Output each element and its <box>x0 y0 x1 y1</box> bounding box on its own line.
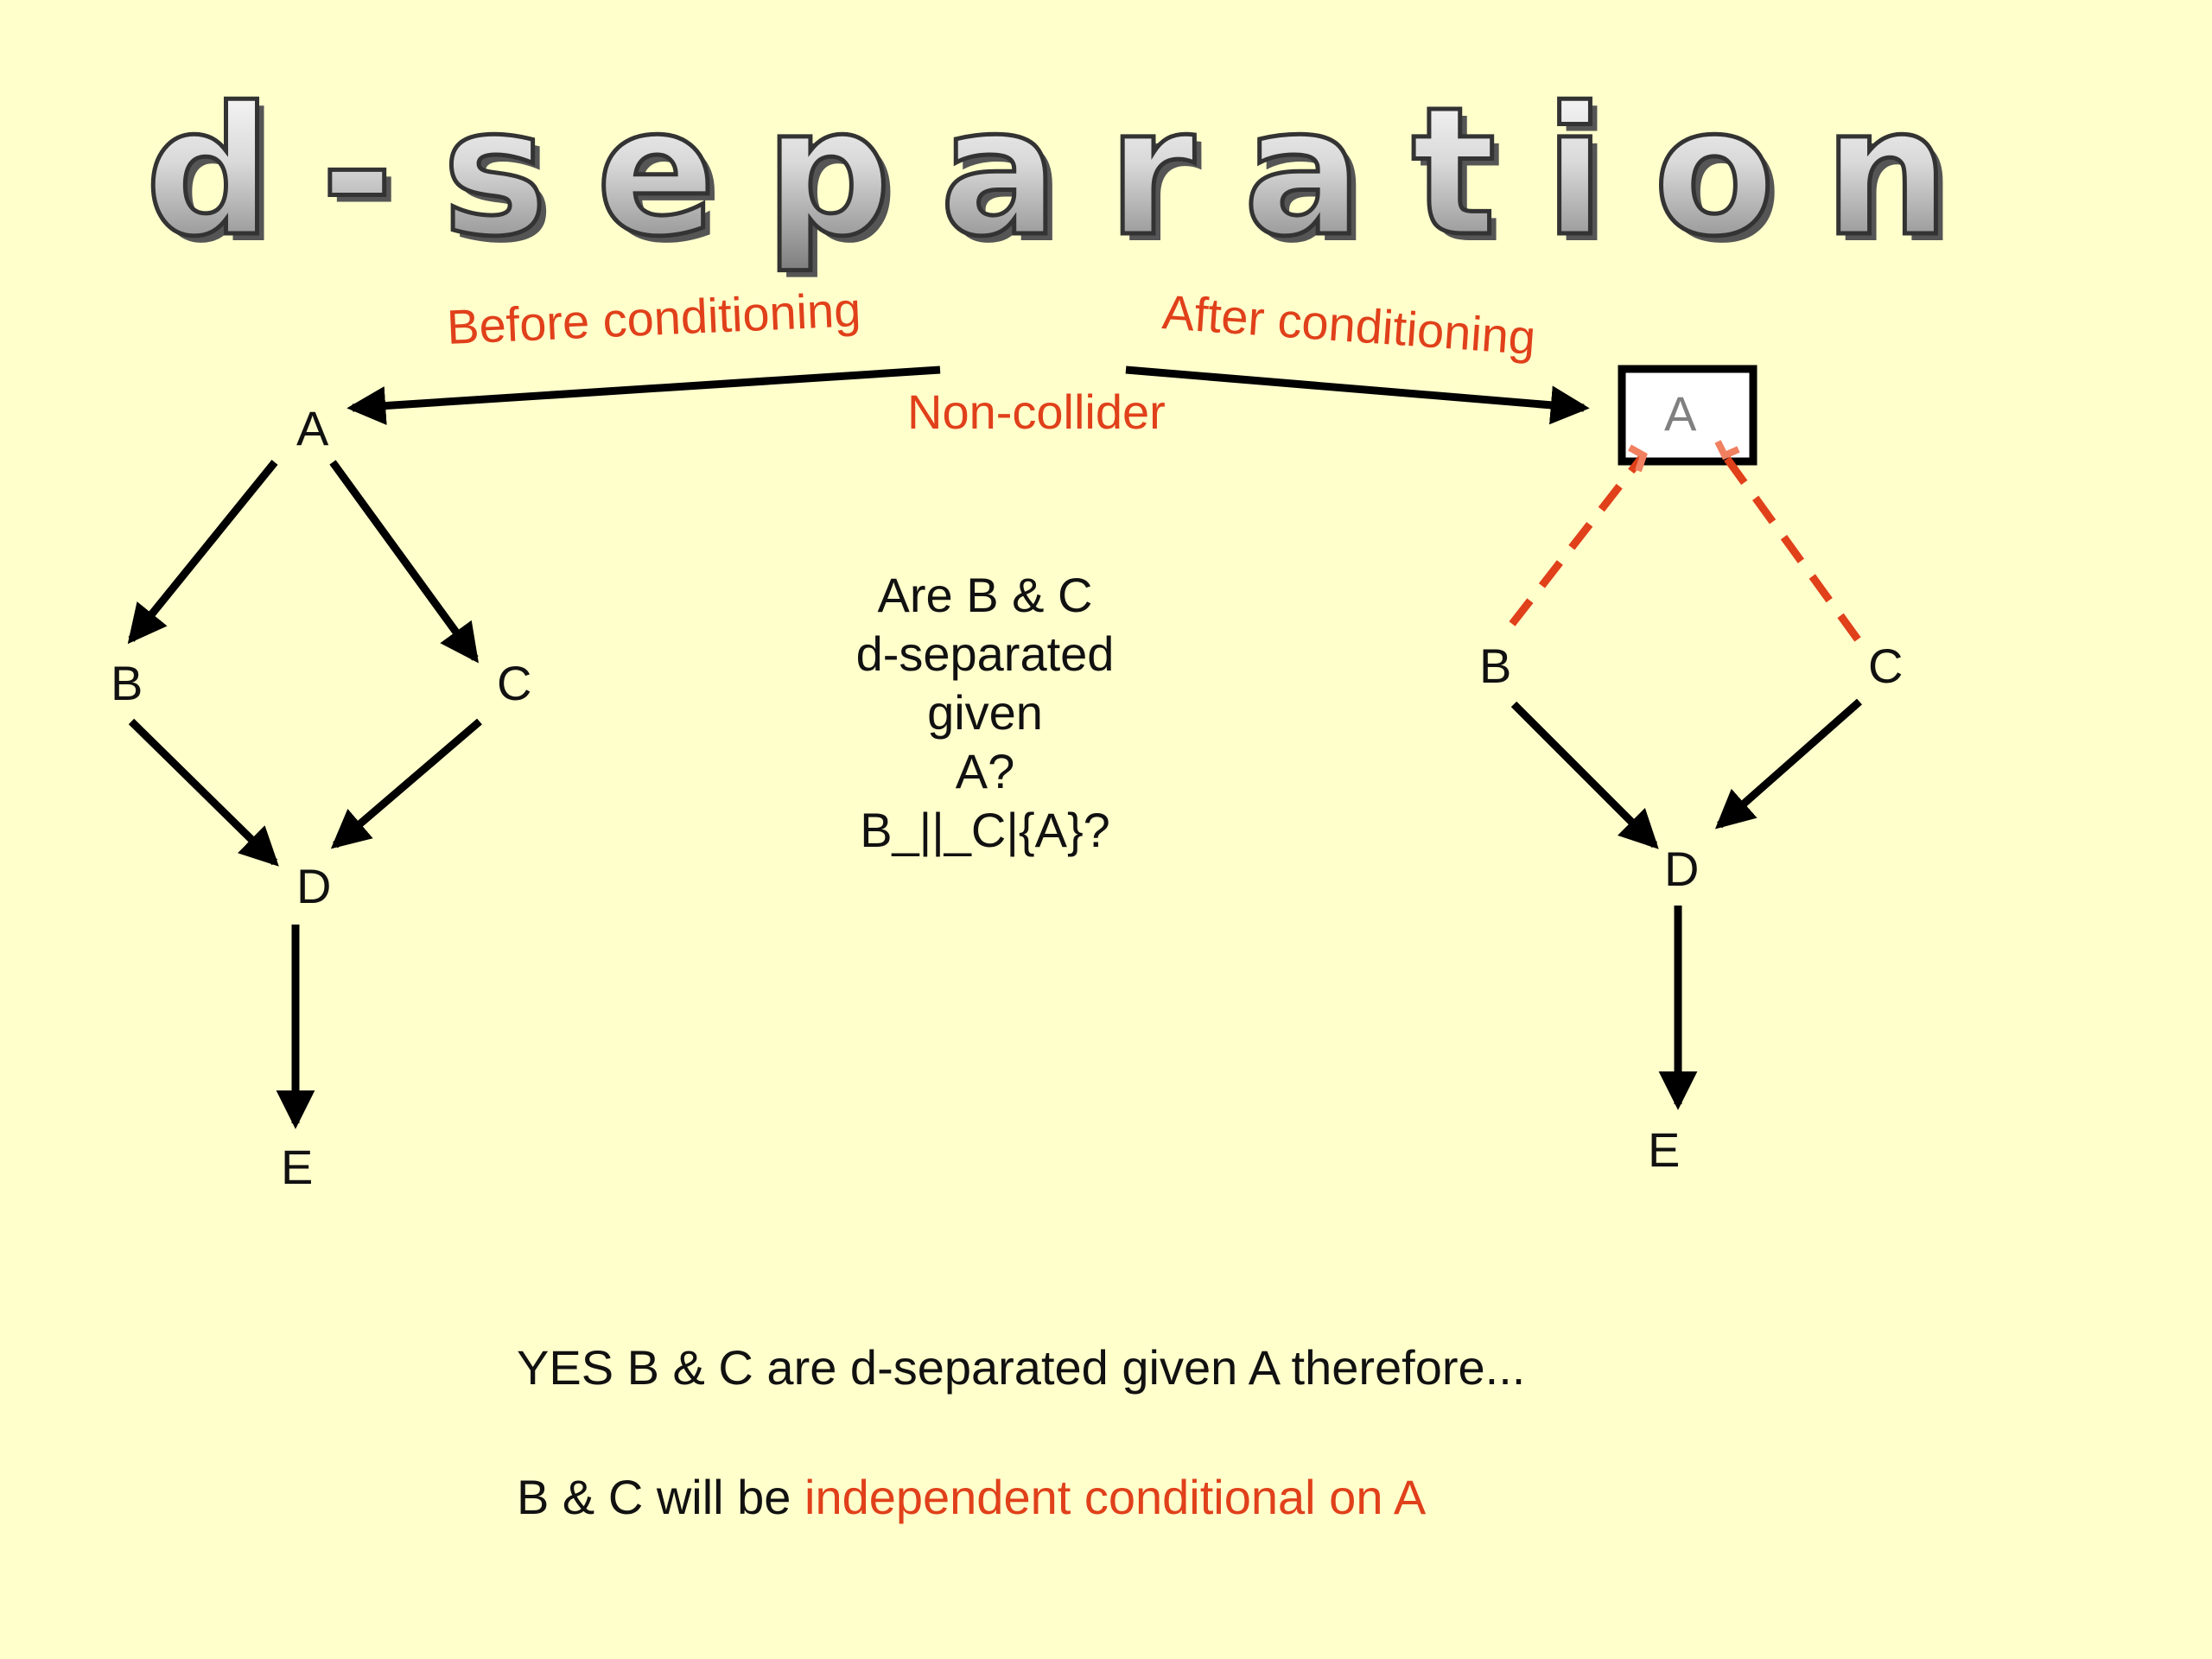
left-node-c: C <box>497 656 531 710</box>
right-node-e: E <box>1648 1122 1680 1177</box>
question-text: Are B & C d-separated given A? B_||_C|{A… <box>760 566 1210 860</box>
right-node-d: D <box>1664 842 1699 896</box>
conclusion-line-1: YES B & C are d-separated given A theref… <box>517 1340 1526 1395</box>
question-line-3: given <box>927 685 1043 740</box>
right-graph: A B C D E <box>1479 365 1903 1177</box>
title: d-separation d-separation <box>143 68 2005 283</box>
conclusion-line-2: B & C will be independent conditional on… <box>517 1469 1426 1525</box>
right-edge-a-b-arrowhead <box>1628 444 1648 473</box>
left-edge-b-d <box>128 718 279 867</box>
question-line-2: d-separated <box>855 626 1115 681</box>
question-line-4: A? <box>955 744 1015 798</box>
title-shadow: d-separation <box>152 77 2005 283</box>
left-node-d: D <box>296 859 331 913</box>
right-edge-c-d <box>1714 698 1862 830</box>
question-line-5: B_||_C|{A}? <box>860 803 1110 857</box>
conclusion-line-2-prefix: B & C will be <box>517 1470 804 1524</box>
right-edge-a-c-arrowhead <box>1714 440 1740 461</box>
non-collider-label: Non-collider <box>907 385 1166 439</box>
left-node-e: E <box>281 1140 313 1194</box>
conclusion-highlight: independent conditional on A <box>804 1470 1427 1524</box>
arrow-to-left-a <box>346 365 941 425</box>
right-edge-a-c-blocked <box>1721 453 1861 642</box>
after-conditioning-label: After conditioning <box>1160 284 1537 365</box>
right-edge-a-b-blocked <box>1509 453 1647 626</box>
left-edge-c-d <box>330 718 482 849</box>
question-line-1: Are B & C <box>877 568 1093 622</box>
right-node-b: B <box>1479 639 1511 693</box>
left-node-a: A <box>296 401 329 455</box>
left-edge-a-c <box>329 460 479 664</box>
left-graph: A B C D E <box>111 401 531 1194</box>
title-text: d-separation <box>145 70 1998 276</box>
arrow-to-right-a <box>1125 365 1590 425</box>
before-conditioning-label: Before conditioning <box>446 282 862 354</box>
right-edge-b-d <box>1510 701 1659 849</box>
left-edge-a-b <box>127 460 278 645</box>
conditioned-node-box <box>1618 365 1758 466</box>
left-node-b: B <box>111 656 143 710</box>
right-node-a: A <box>1664 386 1697 441</box>
right-node-c: C <box>1868 639 1903 693</box>
